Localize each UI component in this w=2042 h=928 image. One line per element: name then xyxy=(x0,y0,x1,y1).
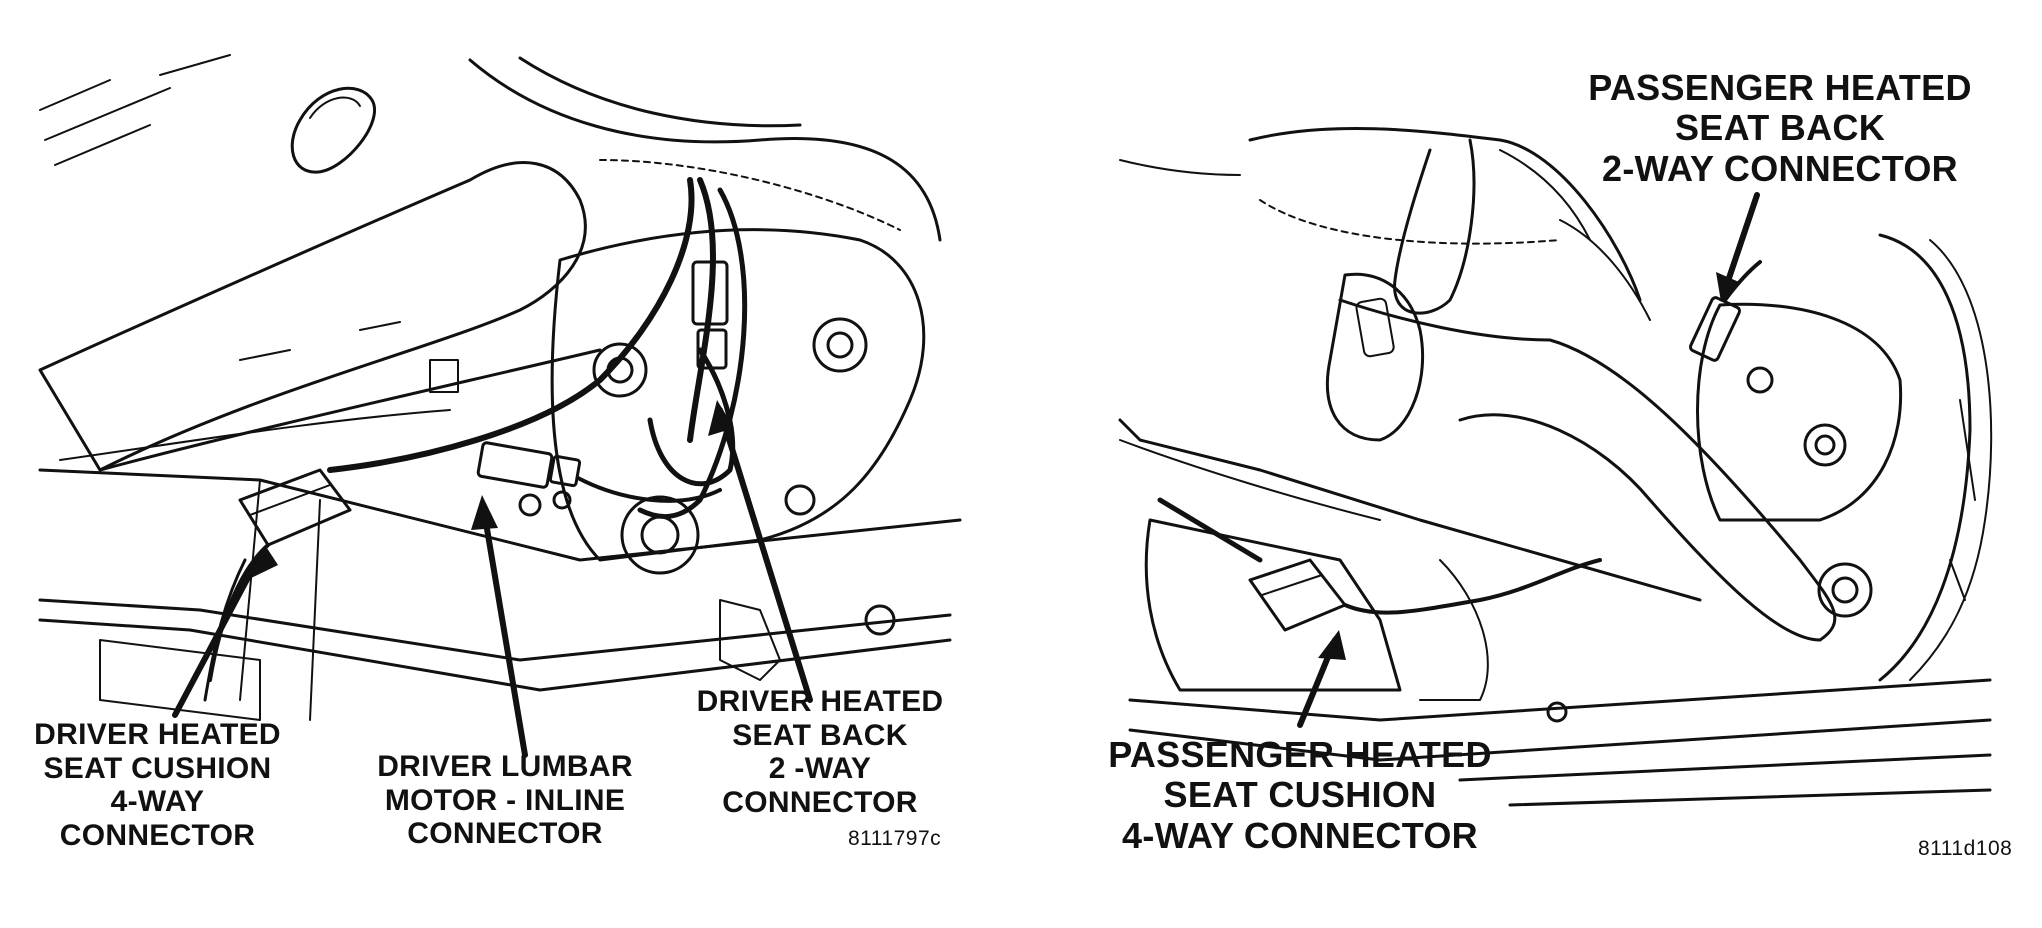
label-line: 4-WAY xyxy=(110,785,205,819)
label-line: 2 -WAY xyxy=(768,752,872,786)
label-line: DRIVER HEATED xyxy=(696,685,944,718)
label-line: SEAT CUSHION xyxy=(43,751,272,785)
left-seat-illustration xyxy=(38,54,962,758)
label-line: 4-WAY CONNECTOR xyxy=(1122,814,1478,856)
right-figure-code: 8111d108 xyxy=(1918,837,2013,860)
label-line: 2-WAY CONNECTOR xyxy=(1602,147,1958,189)
left-leader-arrows xyxy=(172,407,813,758)
label-line: SEAT BACK xyxy=(732,718,908,752)
label-driver-heated-seat-cushion: DRIVER HEATED SEAT CUSHION 4-WAY CONNECT… xyxy=(20,718,295,852)
label-line: CONNECTOR xyxy=(59,818,256,852)
label-line: CONNECTOR xyxy=(407,817,603,851)
label-line: PASSENGER HEATED xyxy=(1588,67,1972,108)
label-line: SEAT BACK xyxy=(1674,107,1886,149)
left-figure-code: 8111797c xyxy=(848,827,942,850)
label-line: CONNECTOR xyxy=(722,785,918,819)
label-line: SEAT CUSHION xyxy=(1163,774,1437,816)
label-driver-heated-seat-back: DRIVER HEATED SEAT BACK 2 -WAY CONNECTOR xyxy=(690,685,950,819)
label-line: MOTOR - INLINE xyxy=(384,783,626,817)
label-driver-lumbar-motor: DRIVER LUMBAR MOTOR - INLINE CONNECTOR xyxy=(365,750,645,851)
label-line: DRIVER LUMBAR xyxy=(377,750,633,783)
label-line: DRIVER HEATED xyxy=(34,718,281,751)
right-seat-illustration xyxy=(1118,126,1993,807)
label-passenger-heated-seat-cushion: PASSENGER HEATED SEAT CUSHION 4-WAY CONN… xyxy=(1090,734,1510,856)
label-line: PASSENGER HEATED xyxy=(1108,734,1492,775)
label-passenger-heated-seat-back: PASSENGER HEATED SEAT BACK 2-WAY CONNECT… xyxy=(1570,67,1990,189)
